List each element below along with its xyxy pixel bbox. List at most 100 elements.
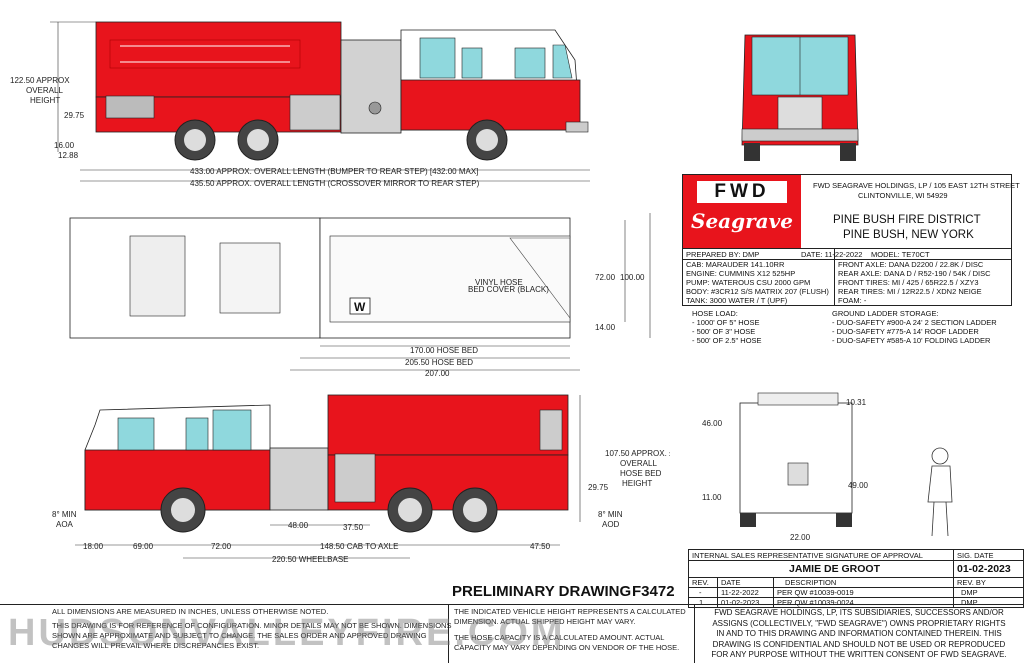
rear-dim-29: 29.75 (588, 483, 609, 492)
col-description: DESCRIPTION (785, 578, 837, 587)
customer-location: PINE BUSH, NEW YORK (843, 229, 974, 241)
spec-tank: TANK: 3000 WATER / T (UPF) (686, 296, 788, 305)
logo-fwd: FWD (697, 181, 787, 203)
overall-length-2: 435.50 APPROX. OVERALL LENGTH (CROSSOVER… (190, 179, 480, 188)
height-label-3: HEIGHT (30, 96, 60, 105)
apparatus-side-bottom (84, 394, 569, 533)
ground-ladder-item: - DUO-SAFETY #585-A 10' FOLDING LADDER (832, 336, 991, 345)
rear-dim-22: 22.00 (790, 533, 811, 542)
note-line: FOR ANY PURPOSE WITHOUT THE WRITTEN CONS… (711, 650, 1007, 659)
note-line: IN AND TO THIS DRAWING AND INFORMATION C… (716, 629, 1002, 638)
dim-47: 47.50 (530, 542, 551, 551)
drawing-number: F3472 (632, 583, 675, 600)
note-line: ALL DIMENSIONS ARE MEASURED IN INCHES, U… (52, 607, 329, 616)
hose-bed-205: 205.50 HOSE BED (405, 358, 473, 367)
notes-divider (0, 604, 1024, 605)
model: MODEL: TE70CT (871, 250, 930, 259)
rear-dim-49: 49.00 (848, 481, 869, 490)
spec-rear-axle: REAR AXLE: DANA D / R52-190 / 54K / DISC (838, 269, 991, 278)
hose-bed-170: 170.00 HOSE BED (410, 346, 478, 355)
cab-to-axle: 148.50 CAB TO AXLE (320, 542, 398, 551)
aod-1: 8° MIN (598, 510, 623, 519)
hose-load-title: HOSE LOAD: (692, 309, 738, 318)
dim-72-bottom: 72.00 (211, 542, 232, 551)
company-address-2: CLINTONVILLE, WI 54929 (858, 191, 948, 200)
approver-name: JAMIE DE GROOT (789, 563, 881, 575)
rev-row-date: 11-22-2022 (721, 588, 759, 597)
preliminary-drawing-label: PRELIMINARY DRAWING (452, 583, 632, 600)
col-rev-by: REV. BY (957, 578, 986, 587)
side-view-top: 122.50 APPROX OVERALL HEIGHT 29.75 16.00… (10, 21, 590, 188)
spec-rear-tires: REAR TIRES: MI / 12R22.5 / XDN2 NEIGE (838, 287, 982, 296)
prepared-by: PREPARED BY: DMP (686, 250, 760, 259)
spec-front-axle: FRONT AXLE: DANA D2200 / 22.8K / DISC (838, 260, 984, 269)
height-label-2: OVERALL (26, 86, 63, 95)
plan-view: W VINYL HOSE BED COVER (BLACK) 72.00 100… (69, 213, 651, 378)
side-view-bottom: 107.50 APPROX. ±1 OVERALL HOSE BED HEIGH… (52, 394, 670, 564)
dim-207: 207.00 (425, 369, 450, 378)
vinyl-cover-2: BED COVER (BLACK) (468, 285, 549, 294)
note-line: DIMENSION. ACTUAL SHIPPED HEIGHT MAY VAR… (454, 617, 636, 626)
rev-row-desc: PER QW #10039-0019 (777, 588, 854, 597)
rear-view: 10.31 46.00 49.00 11.00 22.00 (702, 392, 869, 542)
aoa-2: AOA (56, 520, 74, 529)
rear-dim-10: 10.31 (846, 398, 867, 407)
logo-seagrave: Seagrave (691, 209, 793, 233)
wheelbase: 220.50 WHEELBASE (272, 555, 348, 564)
hose-load-item: - 500' OF 3" HOSE (692, 327, 756, 336)
rev-row-rev: 1 (699, 598, 704, 607)
hose-bed-height-4: HEIGHT (622, 479, 652, 488)
approval-header: INTERNAL SALES REPRESENTATIVE SIGNATURE … (692, 551, 923, 560)
note-line: CHANGES WILL PREVAIL WHERE DISCREPANCIES… (52, 641, 260, 650)
dim-48: 48.00 (288, 521, 309, 530)
apparatus-side-top (95, 21, 589, 161)
spec-cab: CAB: MARAUDER 141.10RR (686, 260, 785, 269)
company-address-1: FWD SEAGRAVE HOLDINGS, LP / 105 EAST 12T… (813, 181, 1020, 190)
rev-row-by: DMP (961, 588, 978, 597)
approval-date: 01-02-2023 (957, 563, 1011, 575)
watermark: HUDSONVALLEYFIRE.COM (8, 612, 566, 654)
dim-37: 37.50 (343, 523, 364, 532)
prepared-date: DATE: 11-22-2022 (801, 250, 863, 259)
note-line: DRAWING IS CONFIDENTIAL AND SHOULD NOT B… (712, 639, 1006, 649)
col-date: DATE (721, 578, 741, 587)
overall-length-1: 433.00 APPROX. OVERALL LENGTH (BUMPER TO… (190, 167, 478, 176)
notes-left: ALL DIMENSIONS ARE MEASURED IN INCHES, U… (52, 607, 451, 651)
note-line: ASSIGNS (COLLECTIVELY, "FWD SEAGRAVE") O… (712, 618, 1006, 628)
spec-foam: FOAM: - (838, 296, 867, 305)
note-line: FWD SEAGRAVE HOLDINGS, LP, ITS SUBSIDIAR… (714, 608, 1004, 617)
w-mark: W (354, 300, 366, 314)
col-rev: REV. (692, 578, 709, 587)
customer-name: PINE BUSH FIRE DISTRICT (833, 214, 981, 226)
front-view (741, 34, 859, 161)
hose-load-item: - 1000' OF 5" HOSE (692, 318, 760, 327)
note-line: THIS DRAWING IS FOR REFERENCE OF CONFIGU… (52, 621, 452, 630)
notes-right: FWD SEAGRAVE HOLDINGS, LP, ITS SUBSIDIAR… (698, 608, 1020, 661)
hose-load-item: - 500' OF 2.5" HOSE (692, 336, 762, 345)
hose-bed-height-1: 107.50 APPROX. ±1 (605, 449, 670, 458)
ground-ladder-item: - DUO-SAFETY #900-A 24' 2 SECTION LADDER (832, 318, 997, 327)
aoa-1: 8° MIN (52, 510, 77, 519)
approval-table: INTERNAL SALES REPRESENTATIVE SIGNATURE … (688, 549, 1024, 608)
note-line: SHOWN ARE APPROXIMATE AND SUBJECT TO CHA… (52, 631, 427, 640)
vinyl-cover-1: VINYL HOSE (475, 278, 523, 287)
note-line: THE INDICATED VEHICLE HEIGHT REPRESENTS … (454, 607, 686, 616)
dim-14: 14.00 (595, 323, 616, 332)
hose-bed-height-3: HOSE BED (620, 469, 662, 478)
ground-ladder-item: - DUO-SAFETY #775-A 14' ROOF LADDER (832, 327, 979, 336)
dim-29: 29.75 (64, 111, 85, 120)
firefighter-figure (927, 447, 953, 537)
seagrave-logo: FWD Seagrave (683, 175, 801, 249)
aod-2: AOD (602, 520, 620, 529)
note-line: THE HOSE CAPACITY IS A CALCULATED AMOUNT… (454, 633, 665, 642)
dim-12: 12.88 (58, 151, 79, 160)
spec-front-tires: FRONT TIRES: MI / 425 / 65R22.5 / XZY3 (838, 278, 979, 287)
dim-69: 69.00 (133, 542, 154, 551)
rear-dim-11: 11.00 (702, 493, 722, 502)
dim-18: 18.00 (83, 542, 104, 551)
ground-ladders-title: GROUND LADDER STORAGE: (832, 309, 939, 318)
height-label-1: 122.50 APPROX (10, 76, 70, 85)
rear-dim-46: 46.00 (702, 419, 723, 428)
sig-date-header: SIG. DATE (957, 551, 994, 560)
note-line: CAPACITY MAY VARY DEPENDING ON VENDOR OF… (454, 643, 680, 652)
